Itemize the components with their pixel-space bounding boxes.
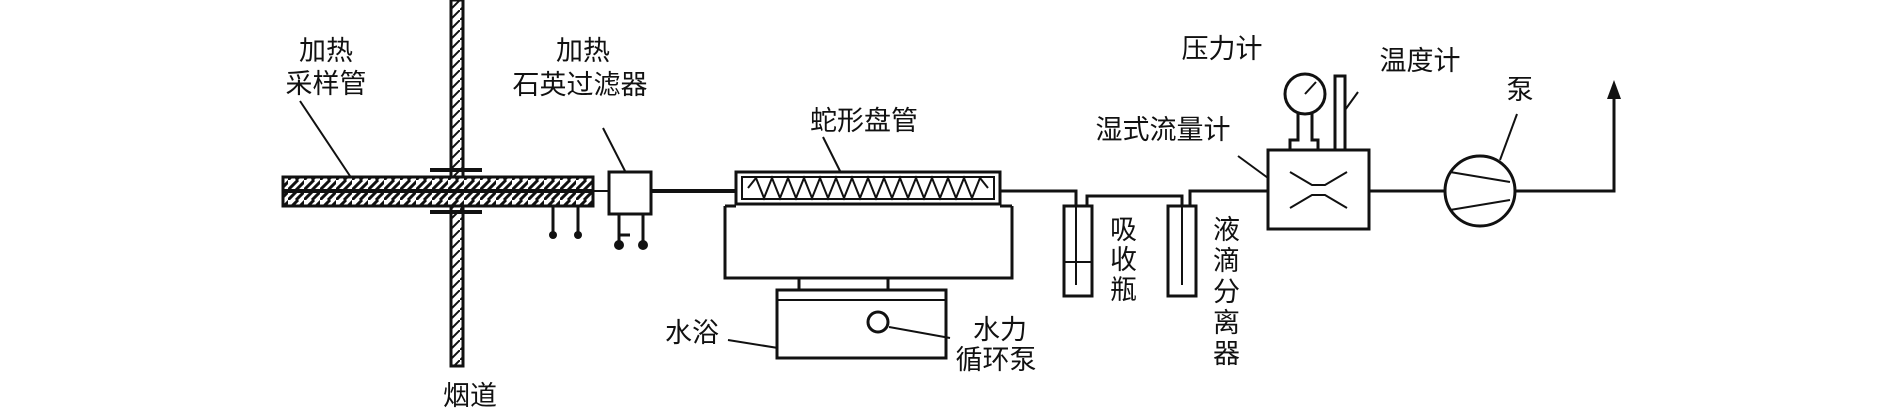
- line-coil-to-absorber: [1000, 189, 1078, 206]
- label-heated-probe-line2: 采样管: [286, 69, 367, 100]
- label-serpentine-coil: 蛇形盘管: [810, 106, 918, 137]
- label-pump: 泵: [1507, 75, 1534, 106]
- pump: [1443, 113, 1518, 228]
- flue-flange: [430, 168, 482, 214]
- label-heated-filter-line2: 石英过滤器: [513, 70, 648, 101]
- label-heated-filter-line1: 加热: [556, 36, 610, 67]
- pressure-gauge: [1283, 72, 1327, 150]
- label-absorber-char3: 瓶: [1110, 275, 1137, 306]
- label-thermometer: 温度计: [1380, 46, 1461, 77]
- label-hydraulic-pump-line1: 水力: [973, 315, 1027, 346]
- label-wet-gas-meter: 湿式流量计: [1096, 115, 1231, 146]
- probe-heater-terminals: [549, 206, 582, 239]
- droplet-separator: [1166, 189, 1268, 298]
- thermometer: [1333, 74, 1359, 152]
- absorption-bottle: [1062, 194, 1184, 298]
- label-hydraulic-pump-line2: 循环泵: [956, 345, 1037, 376]
- wet-gas-meter: [1237, 148, 1371, 231]
- label-separator-char3: 分: [1213, 277, 1240, 308]
- label-absorber-char2: 收: [1110, 245, 1137, 276]
- serpentine-coil: [734, 136, 1002, 206]
- label-separator-char4: 离: [1213, 308, 1240, 339]
- label-water-bath: 水浴: [665, 318, 719, 349]
- heated-sampling-probe: [281, 100, 595, 208]
- label-separator-char5: 器: [1213, 339, 1240, 370]
- label-pressure-gauge: 压力计: [1182, 34, 1263, 65]
- heated-quartz-filter: [593, 127, 653, 250]
- label-absorber-char1: 吸: [1110, 215, 1137, 246]
- label-separator-char1: 液: [1213, 215, 1240, 246]
- label-heated-probe-line1: 加热: [299, 36, 353, 67]
- label-flue: 烟道: [443, 381, 497, 412]
- exhaust-outlet: [1515, 80, 1621, 193]
- label-separator-char2: 滴: [1213, 246, 1240, 277]
- water-bath: [727, 288, 951, 360]
